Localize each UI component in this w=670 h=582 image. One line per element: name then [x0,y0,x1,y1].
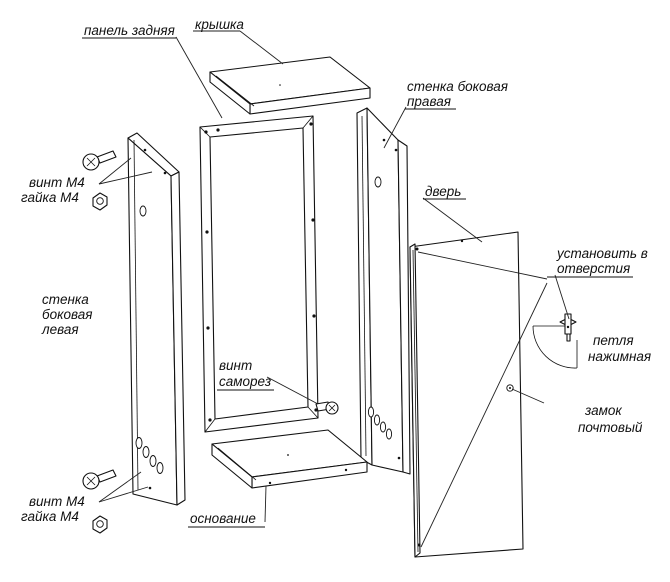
back-panel-part [199,115,319,433]
label-door: дверь [425,184,461,199]
label-side-left-2: боковая [42,307,92,322]
label-nut-bottom: гайка M4 [21,509,79,524]
door-part [409,231,524,558]
label-side-left-3: левая [41,322,79,337]
label-base: основание [190,511,256,526]
label-panel-back: панель задняя [84,23,175,38]
screw-nut-top-part [82,150,117,211]
lid-part [209,56,371,115]
label-hinge-2: нажимная [588,349,651,364]
label-self-screw-1: винт [219,358,252,373]
label-install-1: установить в [556,246,648,261]
label-self-screw-2: саморез [219,374,271,389]
screw-nut-bottom-part [82,469,117,534]
label-side-left-1: стенка [42,292,89,307]
right-side-wall-part [356,107,411,475]
labels: панель задняя крышка стенка боковая прав… [21,17,651,528]
label-lock-2: почтовый [578,420,643,435]
push-hinge-detail [532,313,578,369]
leader-lines [98,30,570,548]
label-screw-bottom: винт M4 [29,494,85,509]
left-side-wall-part [127,132,186,506]
self-tapping-screw-part [315,401,339,415]
label-lid: крышка [195,17,244,32]
label-nut-top: гайка M4 [21,190,79,205]
label-side-right-2: правая [407,94,451,109]
label-lock-1: замок [584,403,622,418]
base-part [211,429,368,489]
label-screw-top: винт M4 [29,175,85,190]
label-hinge-1: петля [593,333,634,348]
label-install-2: отверстия [557,261,630,276]
label-side-right-1: стенка боковая [407,79,508,94]
